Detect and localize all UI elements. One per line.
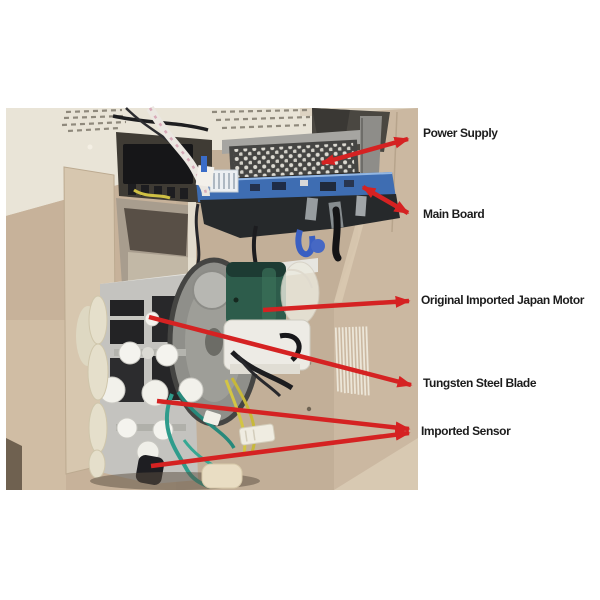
transformer-block (123, 144, 193, 184)
ceiling-vent-slots (61, 108, 311, 133)
label-tungsten-blade: Tungsten Steel Blade (423, 376, 537, 390)
rollers-and-blade (87, 295, 204, 485)
yellow-wire (133, 188, 171, 200)
arrow-tungsten-blade (148, 314, 413, 388)
arrow-imported-sensor-1 (156, 398, 411, 434)
wall-screw (306, 406, 312, 412)
cables-top (112, 106, 215, 197)
arrow-japan-motor (262, 295, 411, 313)
annotation-arrows (148, 136, 413, 469)
label-power-supply: Power Supply (423, 126, 498, 140)
arrow-imported-sensor-2 (150, 428, 411, 469)
motor-assembly (192, 261, 320, 398)
ribbon-cable (146, 106, 210, 197)
arrow-power-supply (320, 136, 410, 166)
arrow-main-board (361, 185, 410, 215)
sensor-wiring (90, 377, 276, 490)
wall-vent-slats (334, 326, 370, 396)
plastic-piece (201, 463, 243, 489)
label-imported-sensor: Imported Sensor (421, 424, 511, 438)
label-main-board: Main Board (423, 207, 485, 221)
label-japan-motor: Original Imported Japan Motor (421, 293, 585, 307)
